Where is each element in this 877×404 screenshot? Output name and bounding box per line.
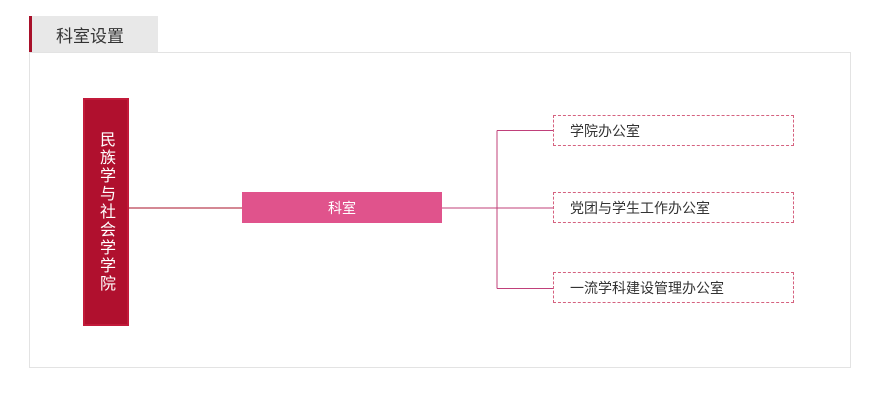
office-node-label: 党团与学生工作办公室 [570,200,710,217]
department-node-label: 科室 [328,200,356,217]
section-tab: 科室设置 [29,16,158,52]
root-node-college: 民族学与社会学学院 [83,98,129,326]
office-node-party-student-office: 党团与学生工作办公室 [553,192,794,223]
root-node-label: 民族学与社会学学院 [97,131,116,293]
office-node-college-office: 学院办公室 [553,115,794,146]
department-node: 科室 [242,192,442,223]
office-node-discipline-office: 一流学科建设管理办公室 [553,272,794,303]
office-node-label: 一流学科建设管理办公室 [570,280,724,297]
section-title: 科室设置 [56,26,124,47]
office-node-label: 学院办公室 [570,123,640,140]
